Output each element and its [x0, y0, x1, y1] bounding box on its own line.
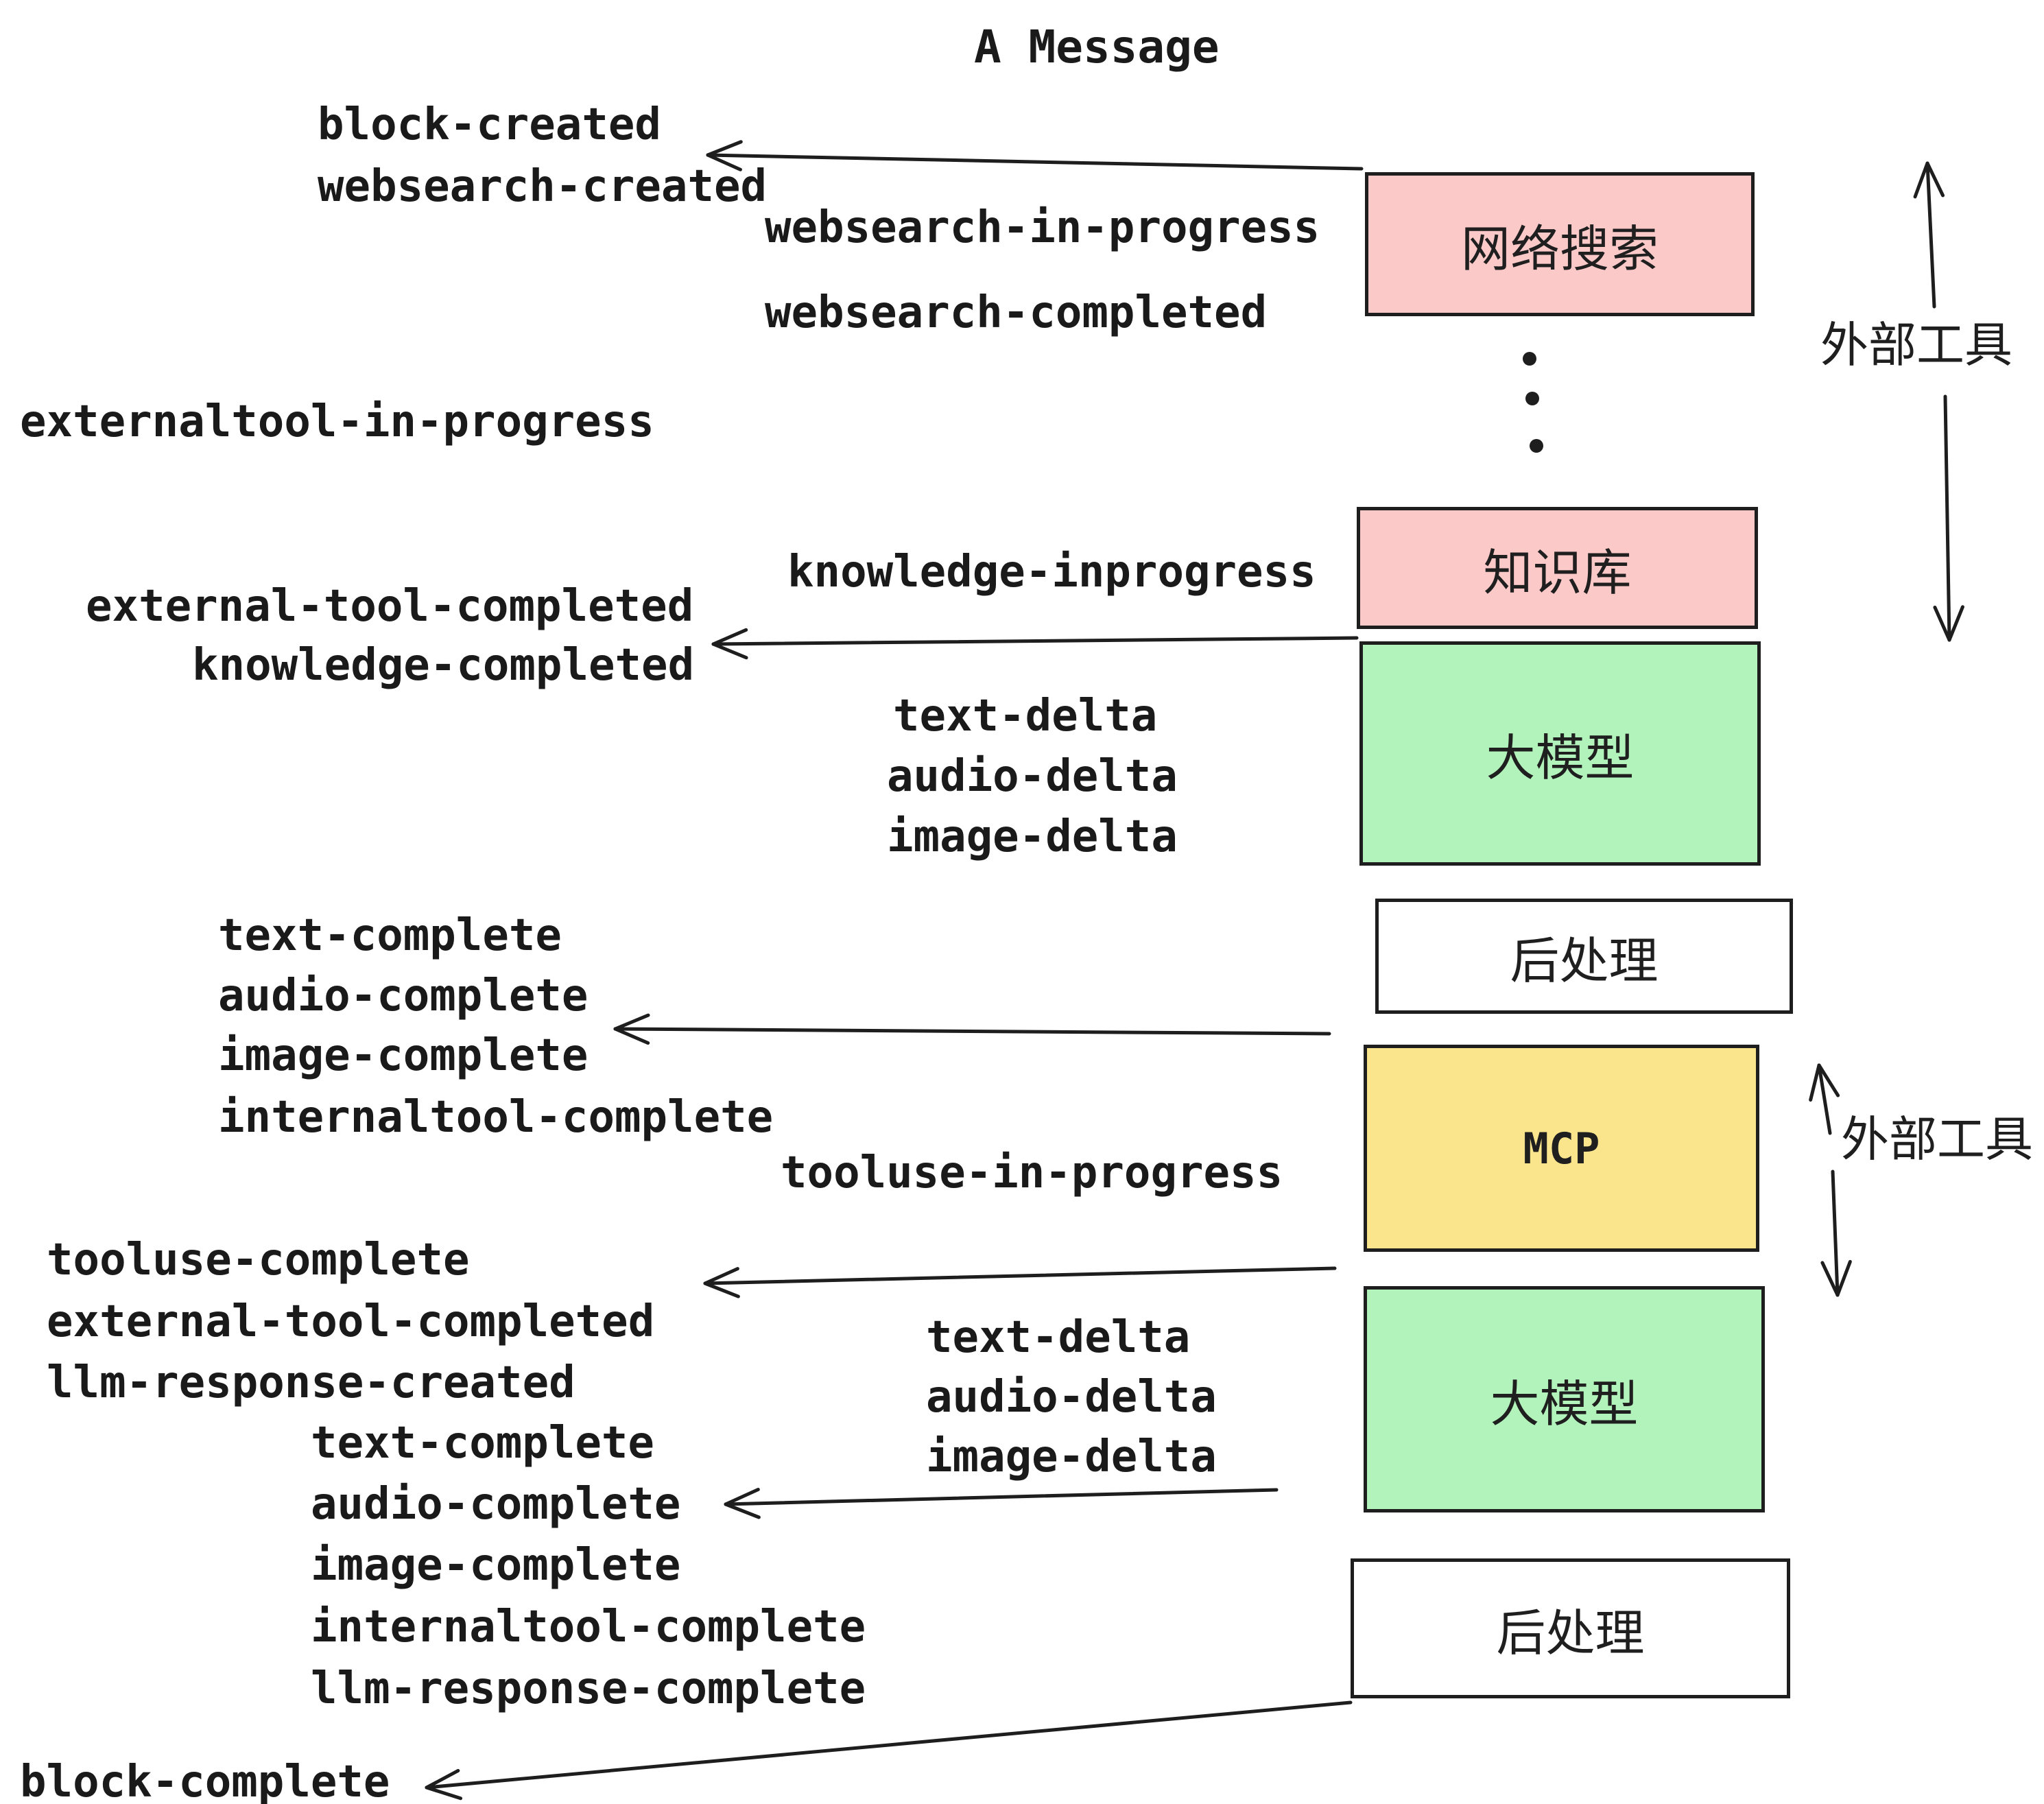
- event-label-tooluse-complete: tooluse-complete: [47, 1235, 470, 1285]
- event-label-websearch-created: websearch-created: [318, 161, 768, 212]
- event-label-internaltool-complete-2: internaltool-complete: [311, 1602, 866, 1652]
- diagram-title: A Message: [974, 21, 1220, 73]
- box-post-processing-1-label: 后处理: [1510, 931, 1659, 990]
- event-label-image-delta: image-delta: [887, 811, 1178, 862]
- event-label-externaltool-in-progress: externaltool-in-progress: [20, 396, 654, 447]
- event-label-external-tool-completed-2: external-tool-completed: [47, 1296, 655, 1347]
- external-tools-label-top: 外部工具: [1820, 317, 2012, 373]
- box-mcp: MCP: [1364, 1045, 1759, 1252]
- external-tools-label-mcp: 外部工具: [1841, 1111, 2033, 1167]
- event-label-text-complete: text-complete: [218, 910, 562, 961]
- event-label-audio-delta-2: audio-delta: [926, 1372, 1217, 1423]
- event-label-audio-delta: audio-delta: [887, 751, 1178, 802]
- ellipsis-dot: [1525, 392, 1539, 405]
- event-label-websearch-completed: websearch-completed: [765, 287, 1268, 338]
- arrow-to-knowledge-completed: [711, 628, 1359, 660]
- external-tools-down-arrow-top: [1933, 394, 1964, 642]
- box-knowledge-base-label: 知识库: [1483, 543, 1632, 602]
- box-large-model-2-label: 大模型: [1490, 1375, 1639, 1433]
- event-label-text-delta: text-delta: [893, 691, 1158, 741]
- event-label-audio-complete-2: audio-complete: [311, 1479, 681, 1530]
- event-label-websearch-in-progress: websearch-in-progress: [765, 202, 1320, 253]
- external-tools-up-arrow-top: [1913, 161, 1945, 309]
- event-label-knowledge-inprogress: knowledge-inprogress: [787, 547, 1316, 597]
- event-label-audio-complete: audio-complete: [218, 971, 589, 1021]
- arrow-to-block-complete: [425, 1700, 1353, 1801]
- event-label-image-complete-2: image-complete: [311, 1540, 681, 1591]
- external-tools-down-arrow-mcp: [1820, 1170, 1852, 1297]
- box-large-model-1-label: 大模型: [1486, 729, 1635, 787]
- box-post-processing-1: 后处理: [1375, 899, 1793, 1014]
- event-label-text-complete-2: text-complete: [311, 1418, 654, 1469]
- external-tools-up-arrow-mcp: [1809, 1063, 1840, 1135]
- ellipsis-dot: [1530, 439, 1543, 453]
- event-label-image-delta-2: image-delta: [926, 1432, 1217, 1482]
- arrow-to-audio-complete: [724, 1488, 1279, 1519]
- box-post-processing-2: 后处理: [1351, 1558, 1790, 1698]
- event-label-image-complete: image-complete: [218, 1030, 589, 1081]
- event-label-llm-response-created: llm-response-created: [47, 1357, 575, 1408]
- box-mcp-label: MCP: [1523, 1123, 1600, 1174]
- box-web-search-label: 网络搜索: [1460, 219, 1659, 278]
- event-label-block-created: block-created: [318, 99, 661, 150]
- event-label-knowledge-completed: knowledge-completed: [192, 640, 695, 691]
- arrow-to-image-complete: [613, 1013, 1331, 1045]
- event-label-internaltool-complete: internaltool-complete: [218, 1092, 774, 1143]
- box-knowledge-base: 知识库: [1357, 507, 1758, 629]
- event-label-llm-response-complete: llm-response-complete: [311, 1663, 866, 1714]
- arrow-to-block-created: [706, 140, 1364, 171]
- box-post-processing-2-label: 后处理: [1496, 1604, 1645, 1662]
- box-large-model-1: 大模型: [1359, 641, 1761, 866]
- event-label-tooluse-in-progress: tooluse-in-progress: [781, 1148, 1283, 1198]
- event-label-external-tool-completed: external-tool-completed: [86, 581, 694, 632]
- event-label-text-delta-2: text-delta: [926, 1312, 1191, 1363]
- ellipsis-dot: [1523, 352, 1536, 366]
- box-web-search: 网络搜索: [1365, 172, 1755, 316]
- event-label-block-complete: block-complete: [20, 1757, 390, 1804]
- box-large-model-2: 大模型: [1364, 1286, 1765, 1512]
- arrow-to-tooluse-complete: [703, 1266, 1337, 1298]
